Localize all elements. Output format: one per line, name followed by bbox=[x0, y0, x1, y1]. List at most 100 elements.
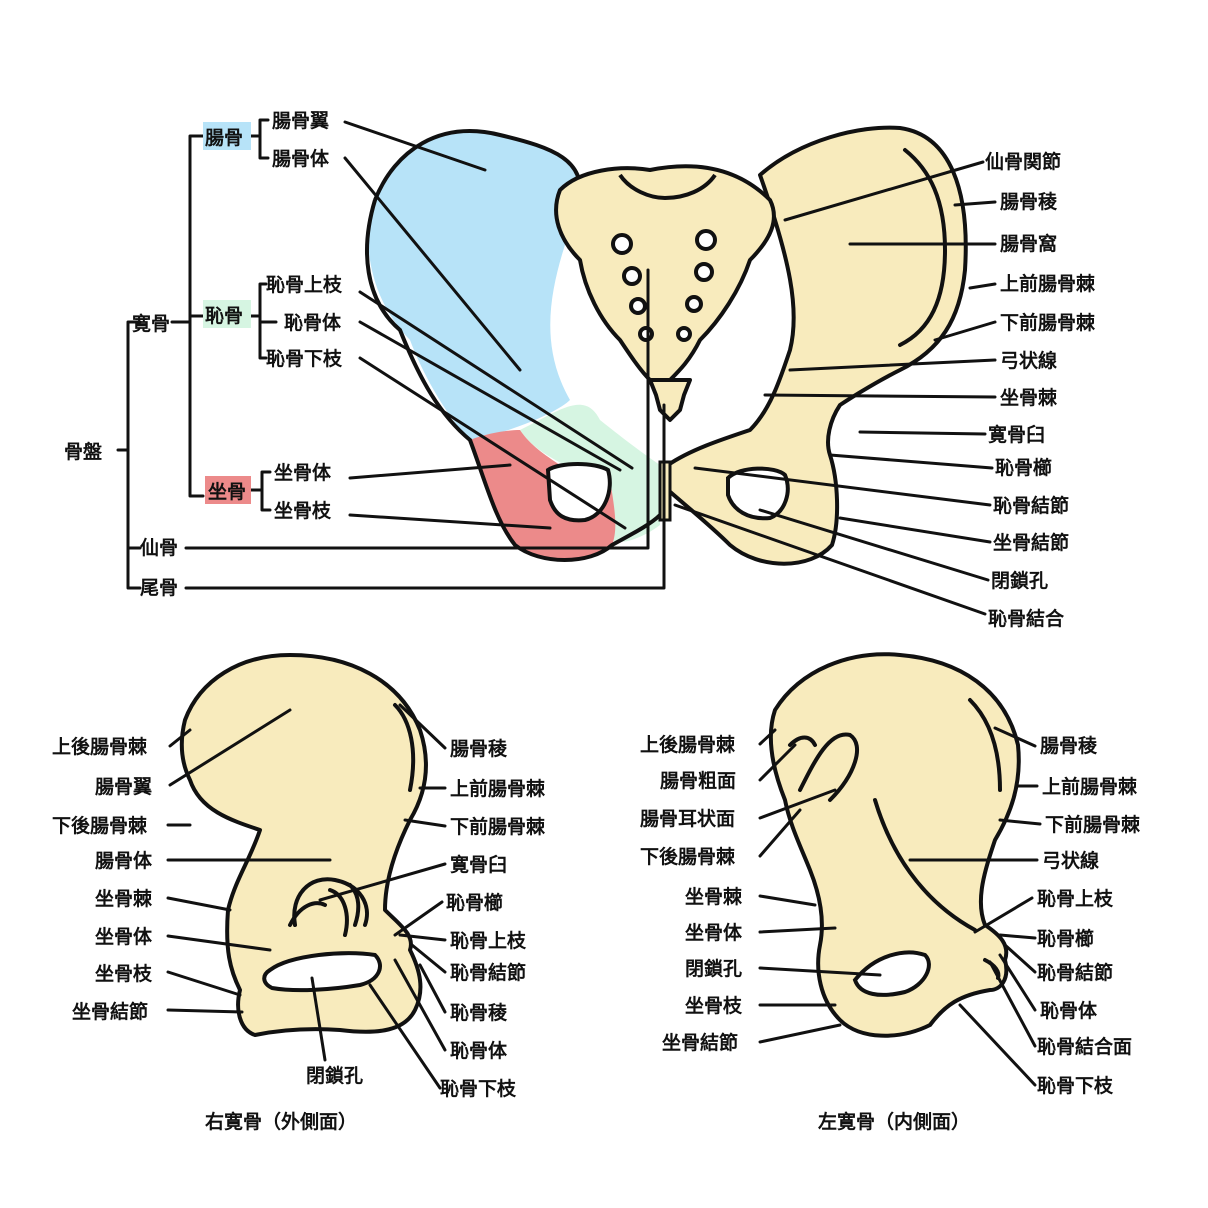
ischium-region bbox=[470, 430, 616, 560]
label-obturator-foramen: 閉鎖孔 bbox=[991, 569, 1048, 592]
ilium-crest-line-left bbox=[898, 148, 948, 347]
rh-label-piis: 下後腸骨棘 bbox=[52, 814, 148, 837]
left-hip-medial: 上後腸骨棘 腸骨粗面 腸骨耳状面 下後腸骨棘 坐骨棘 坐骨体 閉鎖孔 坐骨枝 坐… bbox=[640, 652, 1141, 1133]
rh-label-pecten-pubis: 恥骨櫛 bbox=[446, 891, 503, 914]
lh-label-iliac-tuberosity: 腸骨粗面 bbox=[660, 769, 736, 792]
sacral-promontory bbox=[618, 173, 717, 200]
label-pubic-tubercle: 恥骨結節 bbox=[993, 494, 1069, 517]
rh-label-pubis-superior-ramus: 恥骨上枝 bbox=[450, 929, 527, 952]
rh-label-ilium-body: 腸骨体 bbox=[95, 849, 153, 872]
left-hip-obturator bbox=[852, 950, 931, 997]
lh-label-pubis-body: 恥骨体 bbox=[1040, 999, 1098, 1022]
pubis-highlight bbox=[203, 300, 251, 328]
label-sacroiliac-joint: 仙骨関節 bbox=[985, 150, 1061, 173]
coccyx bbox=[648, 378, 692, 422]
right-hip-lateral-bone bbox=[179, 653, 428, 1037]
label-pelvis: 骨盤 bbox=[64, 440, 103, 463]
label-ilium-wing: 腸骨翼 bbox=[272, 110, 329, 132]
rh-label-iliac-crest: 腸骨稜 bbox=[450, 737, 508, 760]
label-iliac-fossa: 腸骨窩 bbox=[1000, 232, 1057, 255]
lh-label-ischium-body: 坐骨体 bbox=[685, 921, 743, 944]
label-arcuate-line: 弓状線 bbox=[1000, 349, 1057, 372]
label-ischium-ramus: 坐骨枝 bbox=[274, 499, 332, 522]
ilium-region bbox=[368, 131, 581, 440]
label-pecten-pubis: 恥骨櫛 bbox=[995, 456, 1052, 479]
rh-label-asis: 上前腸骨棘 bbox=[450, 777, 546, 800]
left-hip-caption: 左寛骨（内側面） bbox=[818, 1110, 970, 1133]
lh-label-ischial-tuberosity: 坐骨結節 bbox=[662, 1031, 738, 1054]
label-aiis: 下前腸骨棘 bbox=[1000, 311, 1096, 334]
pelvis-right-labels: 仙骨関節 腸骨稜 腸骨窩 上前腸骨棘 下前腸骨棘 弓状線 坐骨棘 寛骨臼 恥骨櫛… bbox=[673, 150, 1096, 630]
lh-label-arcuate-line: 弓状線 bbox=[1042, 849, 1099, 872]
rh-label-pubic-tubercle: 恥骨結節 bbox=[450, 961, 526, 984]
left-hip-left-leaders bbox=[758, 728, 882, 1044]
rh-label-obturator-foramen: 閉鎖孔 bbox=[306, 1064, 363, 1087]
lh-label-pubis-inferior-ramus: 恥骨下枝 bbox=[1037, 1074, 1114, 1097]
left-hip-crest-line bbox=[968, 698, 1002, 792]
classification-tree-lines bbox=[116, 118, 278, 590]
sacral-foramen-3r bbox=[685, 295, 703, 313]
sacral-foramen-3l bbox=[629, 297, 647, 315]
sacral-foramen-4l bbox=[638, 326, 654, 342]
rh-label-pubis-body: 恥骨体 bbox=[450, 1039, 508, 1062]
label-ischium-body: 坐骨体 bbox=[274, 461, 332, 484]
lh-label-ischium-ramus: 坐骨枝 bbox=[685, 994, 743, 1017]
right-hip-right-leaders bbox=[318, 703, 447, 1090]
label-pubis-body: 恥骨体 bbox=[284, 311, 342, 334]
lh-label-pubic-tubercle: 恥骨結節 bbox=[1037, 961, 1113, 984]
right-hip-crest-line bbox=[393, 703, 416, 792]
tree-leader-lines bbox=[184, 120, 666, 590]
lh-label-piis: 下後腸骨棘 bbox=[640, 845, 736, 868]
right-hip-acetabulum bbox=[292, 877, 369, 927]
sacral-foramen-2l bbox=[622, 266, 642, 286]
label-acetabulum: 寛骨臼 bbox=[988, 423, 1045, 446]
left-hip-right-leaders bbox=[908, 726, 1042, 1087]
lh-label-psis: 上後腸骨棘 bbox=[640, 733, 736, 756]
rh-label-pubis-inferior-ramus: 恥骨下枝 bbox=[440, 1077, 517, 1100]
label-pubis-inferior-ramus: 恥骨下枝 bbox=[266, 347, 343, 370]
sacral-foramen-4r bbox=[676, 326, 692, 342]
label-iliac-crest: 腸骨稜 bbox=[1000, 190, 1058, 213]
right-hip-left-leaders bbox=[166, 708, 332, 1014]
sacrum bbox=[554, 164, 776, 382]
pelvis-illustration bbox=[365, 125, 968, 566]
rh-label-ischium-ramus: 坐骨枝 bbox=[95, 962, 153, 985]
left-hip-bone bbox=[666, 125, 968, 566]
label-sacrum: 仙骨 bbox=[140, 536, 178, 559]
label-ilium-body: 腸骨体 bbox=[272, 147, 330, 170]
lh-label-pecten-pubis: 恥骨櫛 bbox=[1037, 927, 1094, 950]
sacral-foramen-1r bbox=[695, 229, 717, 251]
label-ischial-spine: 坐骨棘 bbox=[1000, 387, 1058, 409]
lh-label-iliac-crest: 腸骨稜 bbox=[1040, 734, 1098, 757]
rh-label-ilium-wing: 腸骨翼 bbox=[95, 776, 152, 798]
obturator-foramen-left bbox=[726, 466, 790, 521]
label-coccyx: 尾骨 bbox=[140, 577, 178, 599]
lh-label-aiis: 下前腸骨棘 bbox=[1045, 813, 1141, 836]
rh-label-ischial-tuberosity: 坐骨結節 bbox=[72, 1000, 148, 1023]
lh-label-asis: 上前腸骨棘 bbox=[1042, 775, 1138, 798]
sacral-foramen-1l bbox=[611, 233, 633, 255]
label-ischial-tuberosity: 坐骨結節 bbox=[993, 531, 1069, 554]
right-hip-obturator bbox=[262, 951, 382, 993]
rh-label-ischial-spine: 坐骨棘 bbox=[95, 888, 153, 910]
ilium-highlight bbox=[203, 122, 251, 150]
label-ischium: 坐骨 bbox=[208, 481, 246, 503]
lh-label-ischial-spine: 坐骨棘 bbox=[685, 886, 743, 908]
label-pubis-superior-ramus: 恥骨上枝 bbox=[266, 273, 343, 296]
lh-label-obturator-foramen: 閉鎖孔 bbox=[685, 957, 742, 980]
left-hip-auricular-surface bbox=[798, 732, 860, 802]
rh-label-aiis: 下前腸骨棘 bbox=[450, 815, 546, 838]
label-pubis: 恥骨 bbox=[205, 305, 243, 327]
lh-label-symphyseal-surface: 恥骨結合面 bbox=[1037, 1035, 1132, 1058]
label-hip-bone: 寛骨 bbox=[132, 312, 170, 335]
rh-label-acetabulum: 寛骨臼 bbox=[450, 853, 507, 876]
rh-label-psis: 上後腸骨棘 bbox=[52, 735, 148, 758]
left-hip-arcuate-line bbox=[873, 798, 977, 932]
lh-label-pubis-superior-ramus: 恥骨上枝 bbox=[1037, 887, 1114, 910]
label-pubic-symphysis: 恥骨結合 bbox=[988, 607, 1065, 630]
lh-label-auricular-surface: 腸骨耳状面 bbox=[640, 807, 735, 830]
sacral-foramen-2r bbox=[694, 262, 714, 282]
obturator-foramen-right bbox=[545, 462, 612, 523]
right-hip-lateral: 上後腸骨棘 腸骨翼 下後腸骨棘 腸骨体 坐骨棘 坐骨体 坐骨枝 坐骨結節 腸骨稜… bbox=[52, 653, 546, 1133]
